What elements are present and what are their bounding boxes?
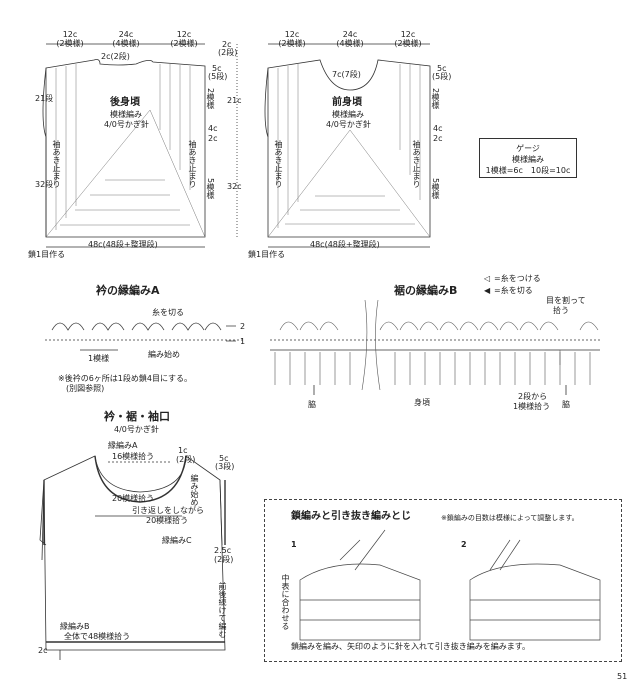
edging-hook: 4/0号かぎ針	[114, 425, 159, 434]
edging-pick20b: 20模様拾う	[146, 516, 189, 525]
technique-box: 鎖編みと引き抜き編みとじ ※鎖編みの目数は模様によって調整します。 1 2 中表…	[264, 499, 622, 662]
back-rows-left: (2模様)	[56, 39, 84, 48]
hem-b-body: 身頃	[414, 398, 430, 407]
front-rows-left: (2模様)	[278, 39, 306, 48]
back-rows-center: (4模様)	[112, 39, 140, 48]
front-pattern: 模様編み	[332, 110, 364, 119]
back-width-right: 12c	[176, 30, 192, 39]
back-pattern: 模様編み	[110, 110, 142, 119]
technique-caption: 鎖編みを編み、矢印のように針を入れて引き抜き編みを編みます。	[291, 642, 530, 651]
back-left-rows-top: 21段	[35, 94, 54, 103]
hem-b-pick: 拾う	[553, 306, 569, 315]
collar-a-note1: ※後衿の6ヶ所は1段め鎖4目にする。	[58, 374, 193, 383]
edging-2c: 2c	[38, 646, 48, 655]
back-right-5pattern: 5模様	[206, 178, 215, 200]
front-armhole-left: 袖あき止まり	[274, 140, 283, 188]
front-right-5pattern: 5模様	[431, 178, 440, 200]
hem-b-side-left: 脇	[308, 400, 316, 409]
back-armhole-right: 袖あき止まり	[188, 140, 197, 188]
front-bottom-width: 48c(48段+整理段)	[310, 240, 380, 249]
back-start: 鎖1目作る	[28, 250, 66, 259]
edging-continue: 前後続けて編む	[218, 582, 227, 638]
back-width-center: 24c	[118, 30, 134, 39]
edging-2-5c-rows: (2段)	[214, 555, 234, 564]
edging-2-5c: 2.5c	[214, 546, 232, 555]
edging-start: 編み始め	[190, 474, 199, 506]
hem-b-legend-attach-icon: ◁	[484, 274, 491, 283]
front-right-2pattern: 2模様	[431, 88, 440, 110]
back-hook: 4/0号かぎ針	[104, 120, 149, 129]
front-title: 前身頃	[332, 97, 362, 108]
back-neck-depth: 2c(2段)	[101, 52, 130, 61]
hem-b-split: 目を割って	[546, 296, 586, 305]
front-width-center: 24c	[342, 30, 358, 39]
back-armhole-left: 袖あき止まり	[52, 140, 61, 188]
hem-b-side-right: 脇	[562, 400, 570, 409]
hem-b-legend-cut-icon: ◀	[484, 286, 491, 295]
edging-1c: 1c	[178, 446, 188, 455]
collar-a-row1: 1	[240, 337, 246, 346]
front-hook: 4/0号かぎ針	[326, 120, 371, 129]
page-number: 51	[617, 672, 628, 681]
edging-edge-c: 縁編みC	[162, 536, 192, 545]
gauge-box: ゲージ 模様編み 1模様=6c 10段=10c	[479, 138, 577, 178]
back-width-left: 12c	[62, 30, 78, 39]
front-armhole-right: 袖あき止まり	[412, 140, 421, 188]
collar-a-note2: (別図参照)	[66, 384, 105, 393]
collar-a-title: 衿の縁編みA	[96, 284, 160, 297]
back-right-2pattern: 2模様	[206, 88, 215, 110]
hem-b-from2b: 1模様拾う	[513, 402, 551, 411]
back-title: 後身頃	[110, 97, 140, 108]
front-right-5c: 5c	[437, 64, 447, 73]
hem-b-title: 裾の縁編みB	[394, 284, 458, 297]
hem-b-legend-cut: =糸を切る	[494, 286, 533, 295]
front-rows-right: (2模様)	[394, 39, 422, 48]
front-right-5rows: (5段)	[432, 72, 452, 81]
back-right-2c-b: 2c	[208, 134, 218, 143]
technique-step-2: 2	[461, 540, 467, 549]
gauge-title: ゲージ	[516, 144, 540, 153]
collar-a-start: 編み始め	[148, 350, 180, 359]
technique-note: ※鎖編みの目数は模様によって調整します。	[441, 514, 579, 522]
edging-pick16: 16模様拾う	[112, 452, 155, 461]
side-21c: 21c	[227, 96, 242, 105]
technique-title: 鎖編みと引き抜き編みとじ	[291, 511, 411, 522]
side-32c: 32c	[227, 182, 242, 191]
front-width-left: 12c	[284, 30, 300, 39]
back-right-4c: 4c	[208, 124, 218, 133]
back-bottom-width: 48c(48段+整理段)	[88, 240, 158, 249]
technique-step-1: 1	[291, 540, 297, 549]
collar-a-row2: 2	[240, 322, 246, 331]
edging-pick48: 全体で48模様拾う	[64, 632, 131, 641]
front-start: 鎖1目作る	[248, 250, 286, 259]
collar-a-repeat: 1模様	[88, 354, 110, 363]
front-right-4c: 4c	[433, 124, 443, 133]
edging-5c-rows: (3段)	[215, 462, 235, 471]
back-right-2rows: (2段)	[218, 48, 238, 57]
back-left-rows-bottom: 32段	[35, 180, 54, 189]
back-right-2c: 2c	[222, 40, 232, 49]
front-width-right: 12c	[400, 30, 416, 39]
gauge-pattern: 模様編み	[512, 155, 544, 164]
hem-b-legend-attach: =糸をつける	[494, 274, 541, 283]
edging-pick20: 20模様拾う	[112, 494, 155, 503]
edging-edge-b: 縁編みB	[60, 622, 90, 631]
technique-center: 中表に合わせる	[281, 574, 290, 630]
back-right-5c: 5c	[212, 64, 222, 73]
back-right-5rows: (5段)	[208, 72, 228, 81]
front-right-2c: 2c	[433, 134, 443, 143]
back-rows-right: (2模様)	[170, 39, 198, 48]
edging-turning: 引き返しをしながら	[132, 506, 204, 515]
front-neck-depth: 7c(7段)	[332, 70, 361, 79]
collar-a-cut: 糸を切る	[152, 308, 184, 317]
front-rows-center: (4模様)	[336, 39, 364, 48]
edging-5c: 5c	[219, 454, 229, 463]
edging-title: 衿・裾・袖口	[104, 410, 170, 423]
hem-b-from2: 2段から	[518, 392, 548, 401]
edging-1c-rows: (2段)	[176, 455, 196, 464]
edging-edge-a: 縁編みA	[108, 441, 138, 450]
gauge-value: 1模様=6c 10段=10c	[485, 166, 571, 175]
